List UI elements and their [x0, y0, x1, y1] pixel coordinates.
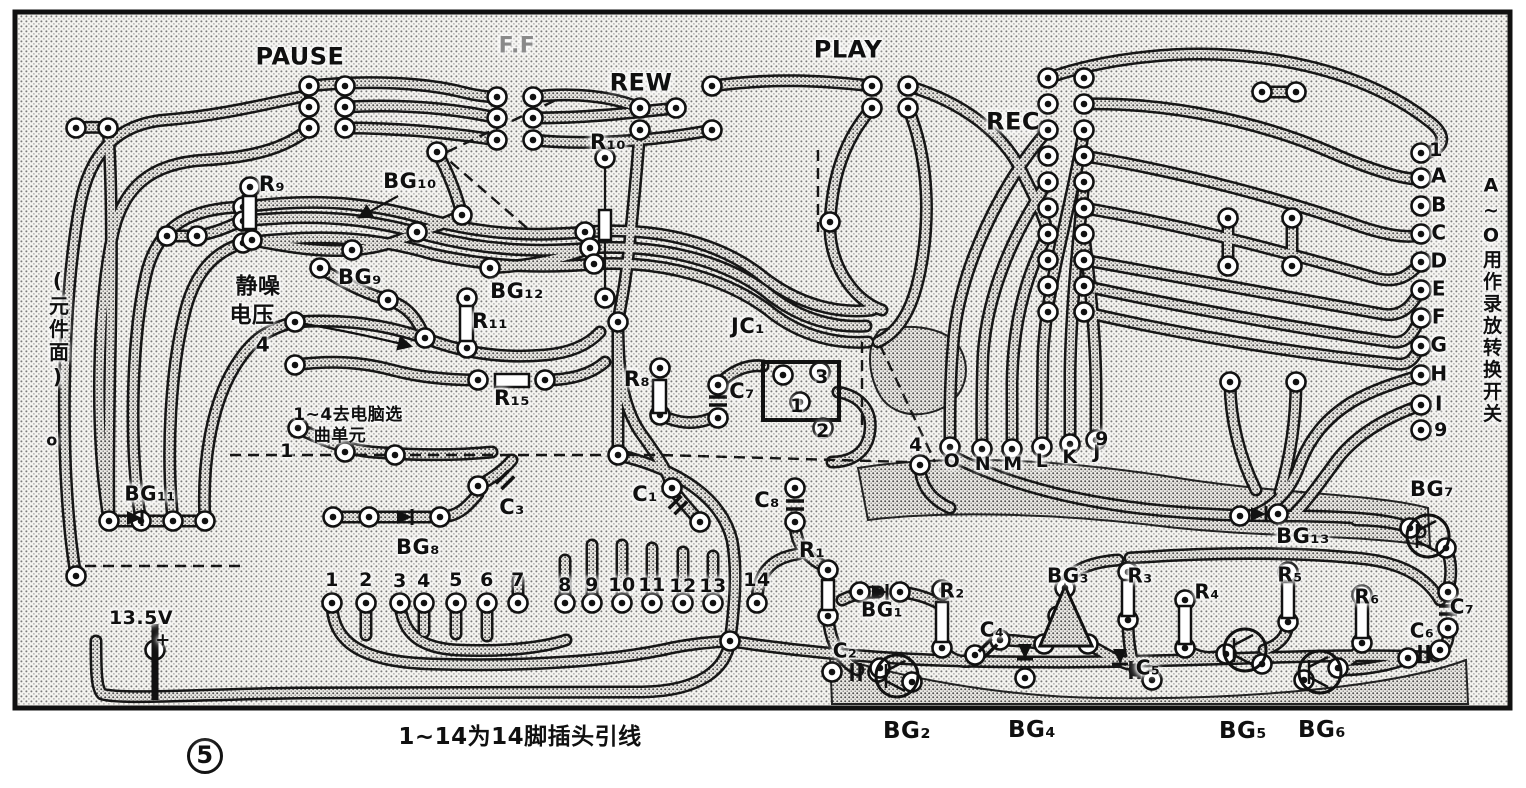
capacitor-symbols [494, 395, 1459, 683]
resistor-symbols [241, 194, 1370, 646]
jc1-outline [761, 360, 841, 422]
component-symbols [125, 194, 1459, 700]
board-frame [12, 9, 1513, 711]
bg3-symbol [1037, 582, 1095, 648]
annotation-arrows [304, 195, 413, 351]
transistor-symbols [874, 513, 1451, 699]
